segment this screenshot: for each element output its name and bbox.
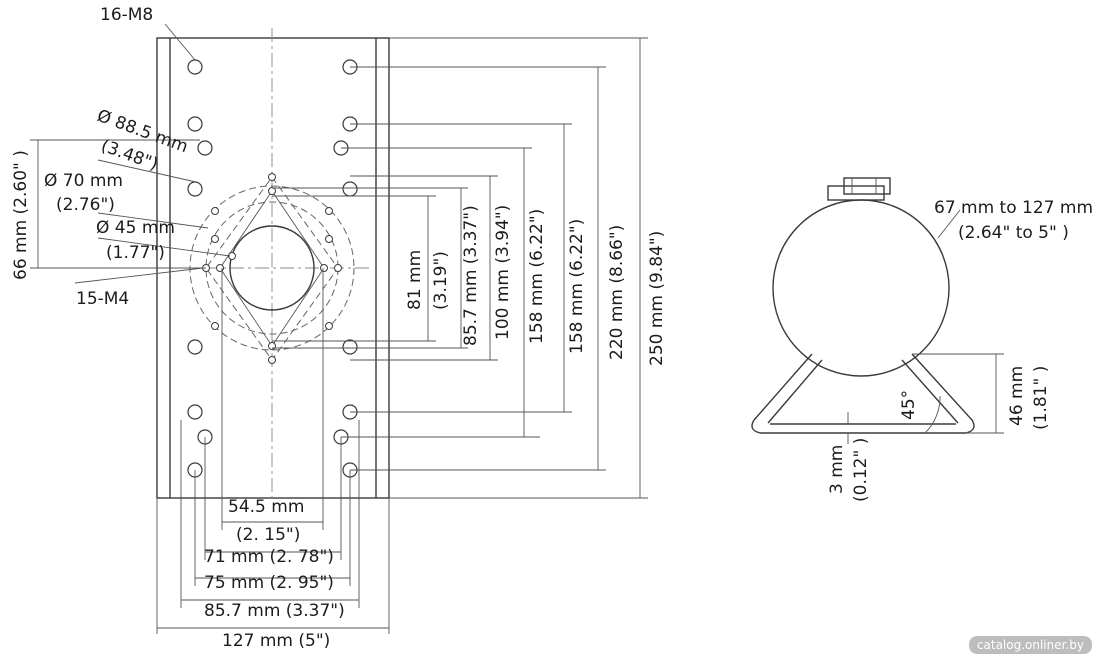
m4-hole [211,235,219,243]
clamp-screw-head [843,177,891,195]
m8-hole [187,59,203,75]
m8-hole [342,339,358,355]
d88-leader [97,159,197,183]
left-leaders [30,23,231,284]
label-d45-in: (1.77") [106,243,165,263]
m4-hole [320,264,328,272]
label-46-mm: 46 mm [1007,366,1027,426]
center-bore-d45 [229,225,315,311]
horizontal-dimensions [156,268,390,634]
m4-hole [268,342,276,350]
pole-clamp-view [751,177,1004,444]
m4-hole [268,173,276,181]
label-46-in: (1.81" ) [1031,366,1051,430]
label-127: 127 mm (5") [222,631,330,651]
label-857v: 85.7 mm (3.37") [461,205,481,346]
d70-leader [97,212,209,229]
plate-front-view [156,28,390,499]
m4-hole [325,322,333,330]
label-158a: 158 mm (6.22") [527,209,547,344]
m8-hole [187,116,203,132]
label-d70-in: (2.76") [56,195,115,215]
angle-arc [924,395,941,434]
label-545-in: (2. 15") [236,525,300,545]
m8-hole [197,140,213,156]
label-d70-mm: Ø 70 mm [44,171,123,191]
m4-leader [74,267,204,284]
vertical-dimensions [272,37,648,499]
label-81-mm: 81 mm [405,250,425,310]
bracket-right-arm-inner [901,359,959,424]
m4-hole [325,235,333,243]
label-66: 66 mm (2.60" ) [11,150,31,280]
d45-leader [97,237,231,257]
m4-hole [334,264,342,272]
m4-hole [211,207,219,215]
label-16-m8: 16-M8 [100,5,153,25]
pole-circle [772,199,950,377]
m4-hole [268,187,276,195]
label-545-mm: 54.5 mm [228,497,304,517]
label-3-in: (0.12" ) [851,438,871,502]
watermark: catalog.onliner.by [968,636,1092,654]
m4-hole [325,207,333,215]
label-857h: 85.7 mm (3.37") [204,601,345,621]
label-100: 100 mm (3.94") [493,205,513,340]
label-71: 71 mm (2. 78") [204,547,334,567]
label-d45-mm: Ø 45 mm [96,218,175,238]
label-250: 250 mm (9.84") [647,231,667,366]
label-75: 75 mm (2. 95") [204,573,334,593]
label-45-deg: 45° [899,390,919,420]
label-220: 220 mm (8.66") [607,225,627,360]
m8-hole [342,181,358,197]
m4-hole [268,356,276,364]
m8-hole [187,404,203,420]
label-15-m4: 15-M4 [76,289,129,309]
bracket-left-arm-inner [767,359,823,424]
label-158b: 158 mm (6.22") [567,219,587,354]
m8-hole [187,339,203,355]
label-3-mm: 3 mm [827,445,847,494]
label-81-in: (3.19") [431,251,451,310]
m8-leader [164,23,196,61]
pole-range-leader [937,209,961,239]
m4-hole [211,322,219,330]
label-pole-range: 67 mm to 127 mm [934,198,1093,218]
m8-hole [187,181,203,197]
label-pole-range-in: (2.64" to 5" ) [958,223,1069,243]
bracket-left-arm [751,353,846,434]
